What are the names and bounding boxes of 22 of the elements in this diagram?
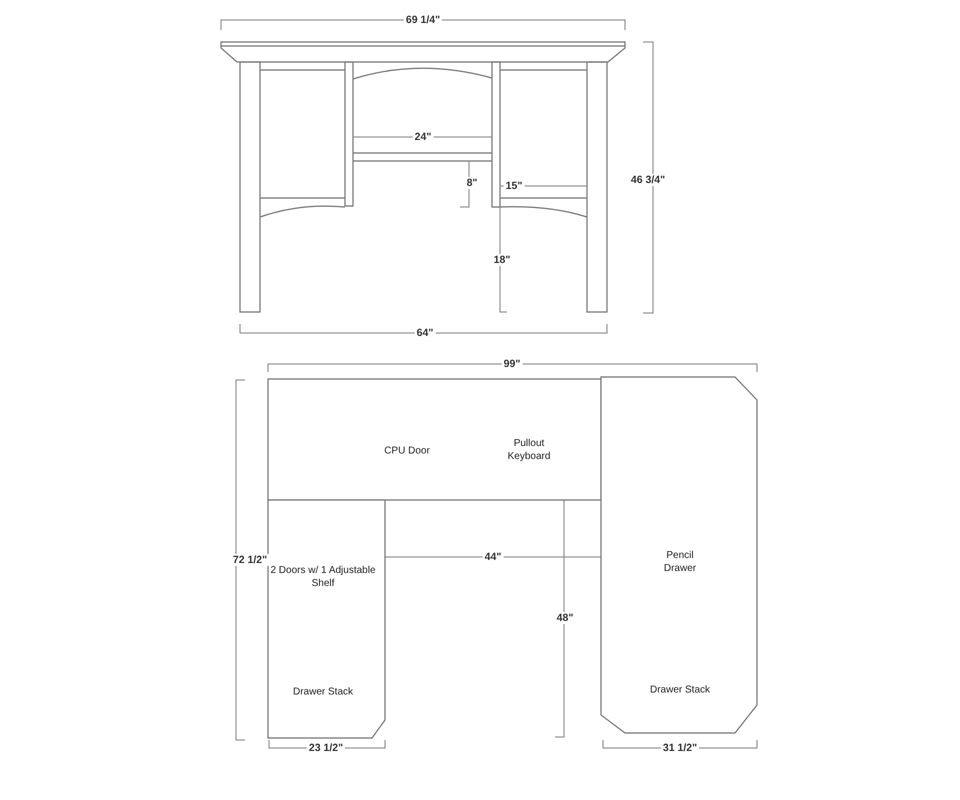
right-return-section — [601, 377, 757, 733]
dimension-label: 69 1/4" — [404, 14, 442, 26]
part-label: Drawer Stack — [293, 686, 353, 698]
dimension-label: 18" — [492, 254, 512, 266]
dimension-label: 23 1/2" — [306, 742, 346, 754]
part-label: CPU Door — [383, 444, 431, 458]
part-label: Pencil Drawer — [662, 549, 698, 575]
desk-top-section — [268, 379, 601, 500]
part-label: 2 Doors w/ 1 Adjustable Shelf — [269, 564, 377, 590]
dimension-label: 15" — [504, 180, 524, 192]
dimension-label: 99" — [502, 358, 522, 370]
dimension-label: 46 3/4" — [628, 174, 668, 186]
dimension-label: 31 1/2" — [660, 742, 700, 754]
dimension-label: 24" — [412, 131, 434, 143]
dimension-label: 72 1/2" — [230, 554, 270, 566]
part-label: Drawer Stack — [650, 684, 710, 696]
part-label: Pullout Keyboard — [506, 437, 552, 463]
left-return-section — [268, 500, 385, 738]
dimension-label: 44" — [482, 551, 504, 563]
dimension-label: 48" — [554, 612, 576, 624]
dimension-label: 8" — [464, 177, 480, 189]
dimension-label: 64" — [414, 327, 436, 339]
